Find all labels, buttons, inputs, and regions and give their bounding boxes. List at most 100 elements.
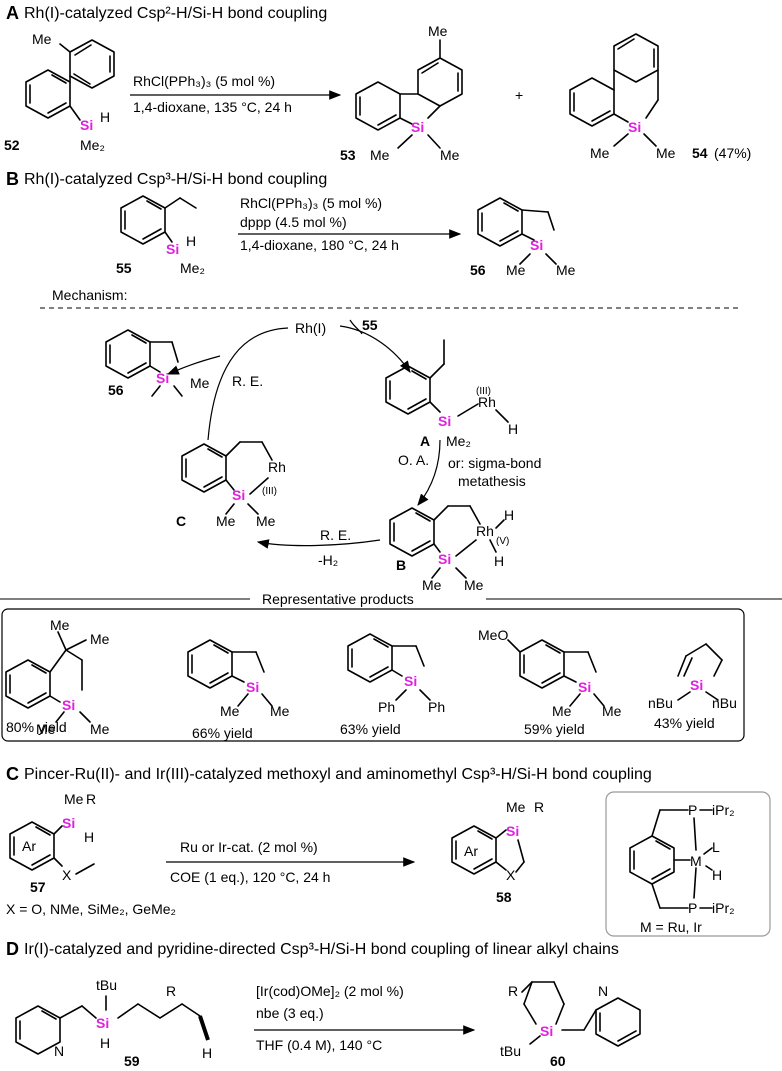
reagent-d1: [Ir(cod)OMe]₂ (2 mol %) [256, 983, 404, 999]
rep-title: Representative products [262, 591, 414, 607]
cycle-compound-56: Si Me 56 [105, 329, 210, 398]
silicon-label: Si [246, 679, 259, 695]
silicon-label: Si [578, 679, 591, 695]
rep-product-5: Si nBu nBu 43% yield [648, 643, 737, 731]
arrow-a-to-b [417, 439, 441, 506]
phosphorus-label: P [688, 802, 697, 818]
silicon-label: Si [96, 1015, 109, 1031]
ligand-label: L [712, 839, 720, 855]
compound-57: Ar Si Me R H X 57 [9, 791, 96, 895]
label-57: 57 [30, 879, 46, 895]
methyl-label: Me [90, 631, 110, 647]
ox-state-iii: (III) [476, 386, 491, 397]
rhodium-label: Rh [268, 459, 286, 475]
reagent-a: RhCl(PPh₃)₃ (5 mol %) [133, 73, 275, 89]
phosphorus-label: P [688, 900, 697, 916]
pincer-catalyst: P iPr₂ P iPr₂ M L H M = Ru, Ir [629, 802, 735, 935]
dimethyl-label: Me₂ [80, 137, 105, 153]
tert-butyl-label: tBu [500, 1043, 521, 1059]
compound-52: Me Si H Me₂ 52 [4, 31, 115, 153]
x-definition: X = O, NMe, SiMe₂, GeMe₂ [6, 901, 176, 917]
reagent-d2: nbe (3 eq.) [256, 1005, 324, 1021]
methyl-label: Me [190, 375, 210, 391]
methyl-label: Me [370, 147, 390, 163]
silicon-label: Si [690, 677, 703, 693]
label-53: 53 [340, 147, 356, 163]
label-52: 52 [4, 137, 20, 153]
label-55: 55 [116, 260, 132, 276]
methyl-label: Me [506, 799, 526, 815]
yield-1: 80% yield [6, 719, 67, 735]
ox-state-iii: (III) [262, 486, 277, 497]
compound-53: Me Si Me Me 53 [340, 23, 463, 163]
step-re2: R. E. [320, 527, 351, 543]
intermediate-a: Si Rh (III) H Me₂ A [385, 339, 518, 449]
methyl-label: Me [422, 577, 442, 593]
section-d-letter: D [6, 939, 19, 959]
methyl-label: Me [440, 147, 460, 163]
methyl-label: Me [464, 577, 484, 593]
phenyl-label: Ph [378, 699, 395, 715]
methoxy-label: MeO [478, 627, 508, 643]
yield-54: (47%) [714, 145, 751, 161]
conditions-a: 1,4-dioxane, 135 °C, 24 h [133, 99, 292, 115]
hydrogen-label: H [504, 507, 514, 523]
yield-5: 43% yield [654, 715, 715, 731]
compound-55: Si H Me₂ 55 [116, 195, 205, 276]
silicon-label: Si [404, 673, 417, 689]
methyl-label: Me [90, 721, 110, 737]
arrow-to-a [339, 325, 411, 373]
isopropyl-label: iPr₂ [712, 900, 735, 916]
metal-definition: M = Ru, Ir [640, 919, 702, 935]
silicon-label: Si [628, 119, 641, 135]
reagent-b2: dppp (4.5 mol %) [240, 214, 347, 230]
methyl-label: Me [506, 262, 526, 278]
hydrogen-label: H [508, 421, 518, 437]
silicon-label: Si [438, 551, 451, 567]
hydrogen-label: H [100, 109, 110, 125]
aryl-label: Ar [464, 843, 478, 859]
compound-56: Si Me Me 56 [470, 197, 576, 278]
tert-butyl-label: tBu [96, 977, 117, 993]
compound-58: Ar Si Me R X 58 [451, 799, 544, 905]
hydrogen-label: H [494, 553, 504, 569]
methyl-label: Me [428, 23, 448, 39]
conditions-c: COE (1 eq.), 120 °C, 24 h [170, 869, 330, 885]
butyl-label: nBu [712, 695, 737, 711]
hydrogen-label: H [186, 233, 196, 249]
rep-product-2: Si Me Me 66% yield [187, 639, 290, 741]
x-atom-label: X [62, 867, 72, 883]
reagent-c: Ru or Ir-cat. (2 mol %) [180, 839, 318, 855]
label-60: 60 [550, 1053, 566, 1069]
section-b: B Rh(I)-catalyzed Csp³-H/Si-H bond coupl… [0, 169, 782, 742]
rhodium-label: Rh [478, 394, 496, 410]
label-54: 54 [692, 145, 708, 161]
section-c: C Pincer-Ru(II)- and Ir(III)-catalyzed m… [6, 764, 771, 937]
yield-4: 59% yield [524, 721, 585, 737]
arrow-to-56 [166, 355, 221, 375]
hydrogen-label: H [712, 867, 722, 883]
silicon-label: Si [62, 815, 75, 831]
compound-59: N Si tBu H R H 59 [15, 977, 212, 1069]
reagent-b1: RhCl(PPh₃)₃ (5 mol %) [240, 195, 382, 211]
step-alt1: or: sigma-bond [448, 455, 541, 471]
methyl-label: Me [50, 617, 70, 633]
silicon-label: Si [530, 237, 543, 253]
compound-60: R Si tBu N 60 [500, 981, 641, 1069]
int-b-label: B [396, 557, 406, 573]
conditions-d: THF (0.4 M), 140 °C [256, 1037, 382, 1053]
nitrogen-label: N [54, 1043, 64, 1059]
methyl-label: Me [590, 145, 610, 161]
cycle-arc-left [207, 327, 289, 441]
methyl-label: Me [216, 513, 236, 529]
butyl-label: nBu [648, 695, 673, 711]
yield-3: 63% yield [340, 721, 401, 737]
conditions-b: 1,4-dioxane, 180 °C, 24 h [240, 237, 399, 253]
step-alt2: metathesis [458, 473, 526, 489]
silicon-label: Si [411, 119, 424, 135]
methyl-label: Me [656, 145, 676, 161]
section-b-title: Rh(I)-catalyzed Csp³-H/Si-H bond couplin… [24, 171, 327, 188]
hydrogen-label: H [202, 1045, 212, 1061]
catalyst-box [605, 791, 771, 937]
x-atom-label: X [506, 867, 516, 883]
